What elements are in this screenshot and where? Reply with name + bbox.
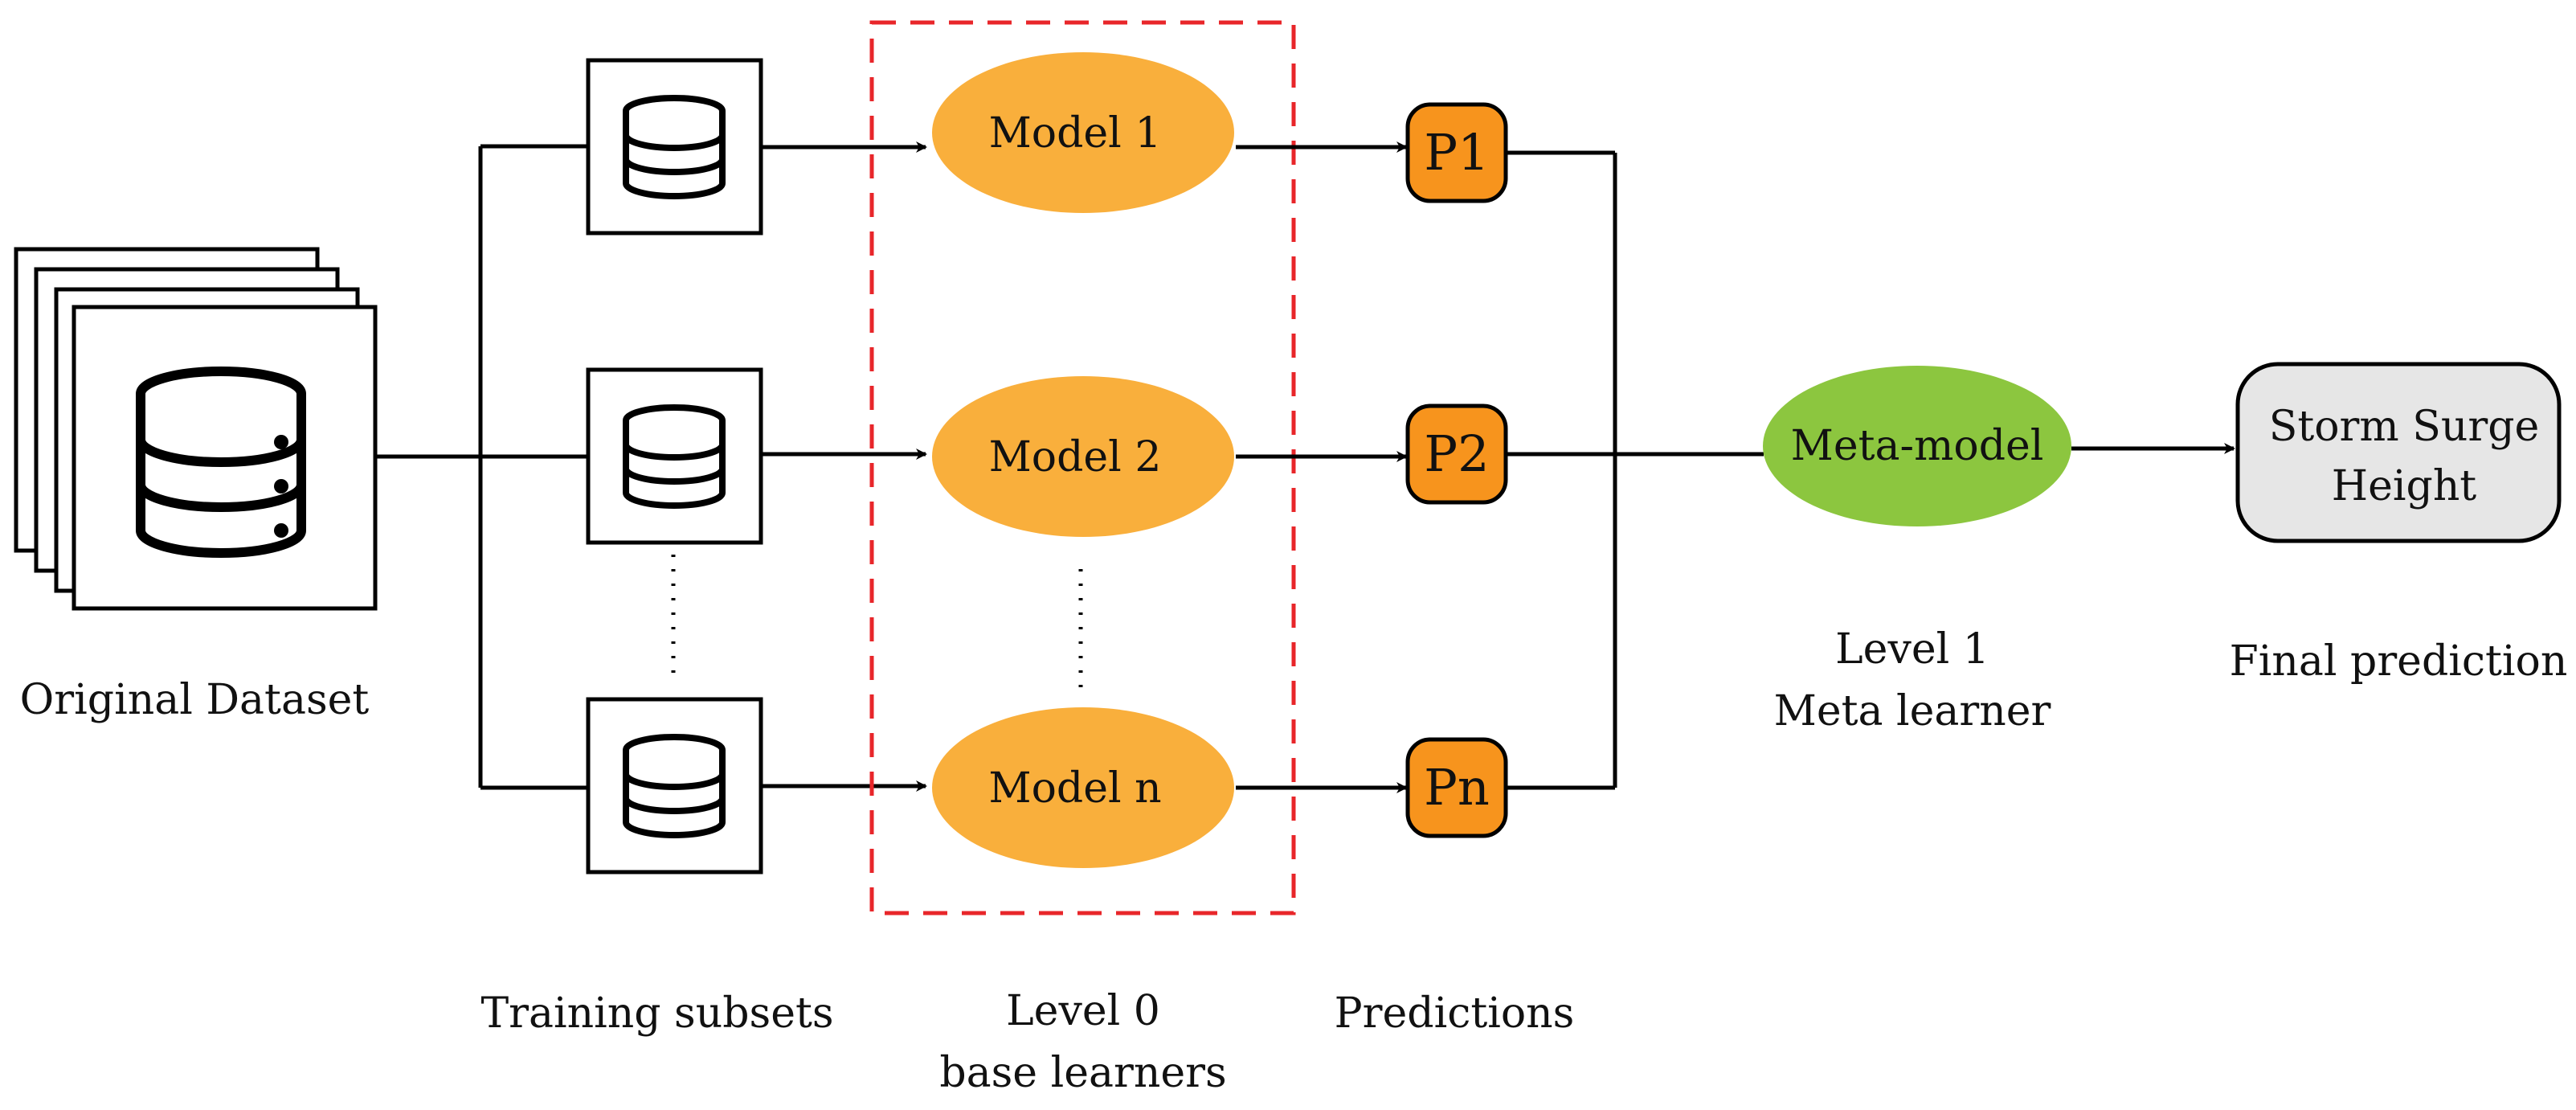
model-n: Model n	[932, 707, 1234, 868]
database-icon	[626, 408, 722, 506]
model-1-label: Model 1	[989, 109, 1162, 158]
meta-model: Meta-model	[1763, 366, 2071, 526]
model-1: Model 1	[932, 52, 1234, 213]
final-prediction-box: Storm Surge Height	[2235, 362, 2562, 543]
prediction-p2-label: P2	[1424, 424, 1489, 483]
model-arrows	[1236, 141, 1408, 793]
prediction-p2: P2	[1405, 403, 1508, 505]
subset-n	[586, 697, 763, 874]
model-2: Model 2	[932, 376, 1234, 537]
prediction-pn-label: Pn	[1424, 758, 1490, 817]
level0-label-line1: Level 0	[1006, 987, 1160, 1035]
dataset-connectors	[375, 144, 588, 790]
prediction-pn: Pn	[1405, 737, 1508, 838]
predictions-label: Predictions	[1335, 989, 1575, 1038]
subset-2	[586, 367, 763, 545]
meta-model-label: Meta-model	[1791, 422, 2044, 470]
final-label: Final prediction	[2230, 637, 2568, 686]
database-icon	[626, 737, 722, 835]
prediction-p1-label: P1	[1424, 123, 1489, 182]
prediction-connectors	[1506, 150, 1764, 790]
final-line1: Storm Surge	[2269, 403, 2540, 451]
level0-region	[869, 20, 1296, 915]
database-stack-icon	[136, 367, 306, 558]
subset-1	[586, 58, 763, 236]
level1-label-line2: Meta learner	[1774, 687, 2051, 735]
model-2-label: Model 2	[989, 433, 1162, 481]
dataset-label: Original Dataset	[20, 676, 370, 724]
final-line2: Height	[2332, 462, 2477, 510]
subset-arrows	[761, 141, 927, 792]
prediction-p1: P1	[1405, 102, 1508, 203]
level1-label-line1: Level 1	[1835, 625, 1989, 674]
model-n-label: Model n	[988, 764, 1161, 813]
subsets-label: Training subsets	[480, 989, 833, 1038]
level0-label-line2: base learners	[939, 1049, 1226, 1097]
dataset-stack	[14, 247, 378, 611]
database-icon	[626, 98, 722, 196]
